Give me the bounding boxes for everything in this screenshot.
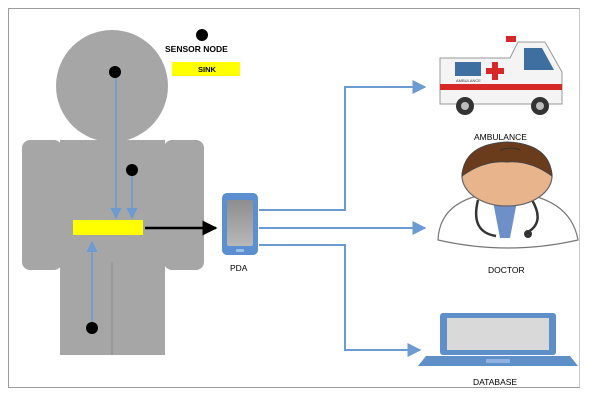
legend-sink-label: SINK — [198, 65, 217, 74]
legend-sink-swatch — [172, 62, 240, 76]
ambulance-cross-h — [486, 68, 504, 74]
left-arm-shape — [22, 140, 62, 270]
ambulance-front-hub — [536, 102, 544, 110]
legend: SENSOR NODE SINK — [165, 29, 240, 76]
ambulance-decal-text: AMBULANCE — [456, 78, 481, 83]
diagram-frame — [8, 8, 580, 388]
doctor-icon — [437, 141, 579, 249]
laptop-trackpad — [486, 359, 510, 363]
ambulance-stripe — [440, 84, 562, 90]
laptop-icon — [418, 313, 578, 366]
doctor-stethoscope-bell — [524, 230, 532, 238]
ambulance-side-window — [455, 62, 481, 76]
doctor-label: DOCTOR — [488, 265, 525, 275]
right-arm-shape — [164, 140, 204, 270]
ambulance-windshield — [524, 48, 554, 70]
ambulance-siren — [506, 36, 516, 42]
doctor-stethoscope — [474, 199, 539, 238]
doctor-head-mirror — [499, 147, 521, 151]
legend-sensor-node-label: SENSOR NODE — [165, 44, 228, 54]
pda-button — [236, 249, 244, 252]
ambulance-rear-hub — [461, 102, 469, 110]
doctor-shirt — [492, 196, 518, 238]
laptop-screen — [447, 318, 549, 350]
sensor-node-leg — [86, 322, 98, 334]
pda-label: PDA — [230, 263, 248, 273]
human-body — [22, 30, 204, 355]
database-label: DATABASE — [473, 377, 517, 387]
sensor-node-head — [109, 66, 121, 78]
pda-to-database-arrow — [259, 244, 422, 357]
doctor-hair — [461, 141, 553, 178]
ambulance-icon: AMBULANCE — [439, 36, 563, 115]
pda-to-ambulance-arrow — [259, 80, 427, 211]
sensor-node-chest — [126, 164, 138, 176]
ambulance-label: AMBULANCE — [474, 132, 527, 142]
pda-device: PDA — [222, 193, 258, 273]
legend-sensor-node-icon — [196, 29, 208, 41]
head-shape — [56, 30, 168, 142]
pda-screen — [227, 200, 253, 246]
sink-bar — [73, 220, 143, 235]
